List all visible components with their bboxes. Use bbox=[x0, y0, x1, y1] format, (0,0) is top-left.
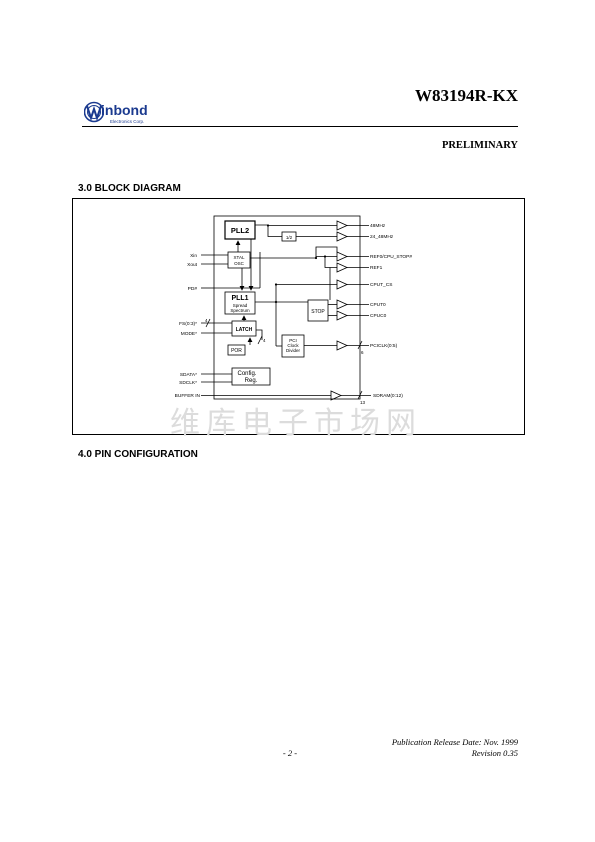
output-24-48mhz: 24_48MHz bbox=[370, 234, 394, 240]
config-label-1: Config. bbox=[237, 371, 256, 377]
input-buffer-in: BUFFER IN bbox=[175, 393, 201, 399]
bus-width-pci: 6 bbox=[361, 350, 364, 355]
output-ref1: REF1 bbox=[370, 265, 383, 271]
buffer-cpuc0 bbox=[336, 310, 348, 321]
chip-outline bbox=[213, 215, 361, 400]
config-label-2: Reg. bbox=[245, 378, 258, 384]
xtal-osc-block bbox=[227, 251, 251, 269]
xtal-label-1: XTAL bbox=[234, 255, 245, 260]
output-cput-cs: CPUT_CS bbox=[370, 282, 392, 288]
bus-width-sdram: 13 bbox=[360, 400, 366, 405]
xtal-label-2: OSC bbox=[234, 261, 245, 266]
input-sdata: SDATA* bbox=[180, 372, 197, 378]
bus-width-latch: 4 bbox=[263, 338, 266, 343]
winbond-logo-icon bbox=[84, 101, 104, 123]
output-pciclk: PCICLK(0:5) bbox=[370, 343, 398, 349]
pll2-label: PLL2 bbox=[231, 226, 249, 235]
block-diagram-frame bbox=[72, 198, 525, 435]
output-sdram: SDRAM(0:12) bbox=[373, 393, 403, 399]
buffer-cput-cs bbox=[336, 279, 348, 290]
page-number: - 2 - bbox=[282, 748, 298, 758]
pll1-label-2: Spread bbox=[233, 303, 248, 308]
pll1-block bbox=[224, 291, 256, 315]
output-ref0: REF0/CPU_STOP# bbox=[370, 254, 412, 260]
pll2-block bbox=[224, 220, 256, 240]
input-pd: PD# bbox=[188, 286, 198, 292]
pci-label-2: Clock bbox=[287, 343, 299, 348]
preliminary-label: PRELIMINARY bbox=[441, 140, 518, 151]
output-cput0: CPUT0 bbox=[370, 302, 386, 308]
div2-label: 1/2 bbox=[286, 235, 293, 240]
input-mode: MODE* bbox=[181, 331, 197, 337]
logo-wordmark: inbond bbox=[101, 102, 148, 118]
publication-date: Publication Release Date: Nov. 1999 bbox=[391, 737, 518, 747]
pci-label-3: Divider bbox=[286, 348, 301, 353]
pin-config-heading: 4.0 PIN CONFIGURATION bbox=[78, 449, 198, 460]
stop-block bbox=[307, 299, 329, 322]
buffer-pciclk bbox=[336, 340, 348, 351]
por-label: POR bbox=[231, 348, 242, 354]
pci-label-1: PCI bbox=[289, 338, 297, 343]
bus-width-fs: 4 bbox=[205, 318, 208, 323]
buffer-24-48mhz bbox=[336, 231, 348, 242]
input-fs: FS(0:3)* bbox=[179, 321, 197, 327]
buffer-48mhz bbox=[336, 220, 348, 231]
pll1-label-3: Spectrum bbox=[230, 308, 250, 313]
input-xout: Xout bbox=[187, 262, 198, 268]
input-sdclk: SDCLK* bbox=[179, 380, 197, 386]
buffer-cput0 bbox=[336, 299, 348, 310]
input-xin: Xin bbox=[190, 253, 197, 259]
stop-label: STOP bbox=[311, 309, 325, 315]
por-block bbox=[227, 344, 246, 356]
config-reg-block bbox=[231, 367, 271, 386]
output-cpuc0: CPUC0 bbox=[370, 313, 387, 319]
buffer-ref1 bbox=[336, 262, 348, 273]
watermark-text: 维库电子市场网 bbox=[170, 406, 422, 441]
pll1-label-1: PLL1 bbox=[231, 295, 248, 302]
part-number-title: W83194R-KX bbox=[415, 86, 518, 105]
buffer-ref0 bbox=[336, 251, 348, 262]
block-diagram-heading: 3.0 BLOCK DIAGRAM bbox=[78, 183, 181, 194]
logo-subtitle: Electronics Corp. bbox=[110, 119, 145, 124]
output-48mhz: 48MHz bbox=[370, 223, 386, 229]
latch-label: LATCH bbox=[236, 327, 253, 333]
revision: Revision 0.35 bbox=[471, 748, 518, 758]
header-rule bbox=[82, 126, 518, 127]
